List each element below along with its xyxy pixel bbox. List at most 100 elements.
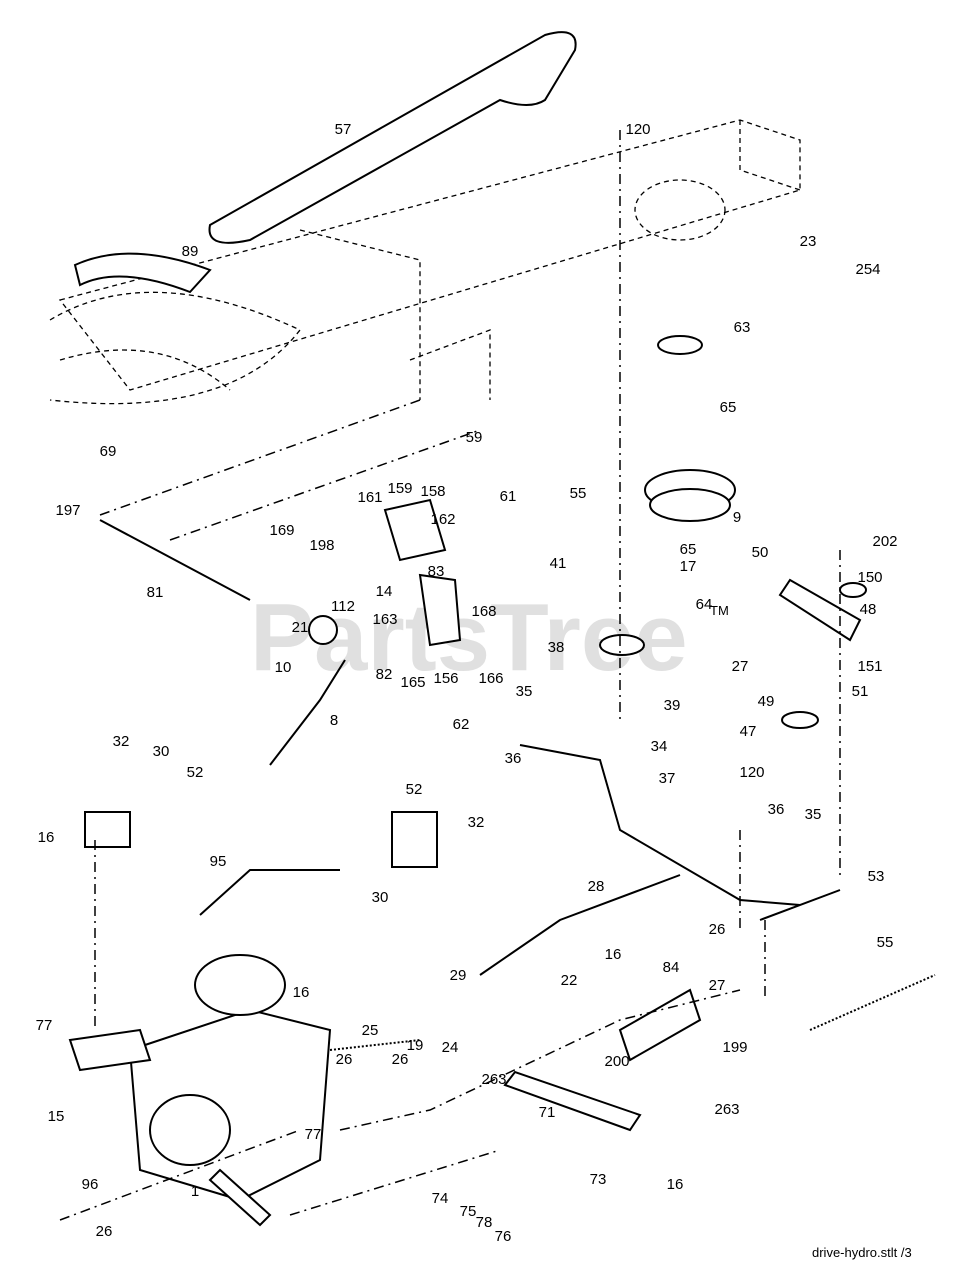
drive-belt	[208, 31, 577, 244]
label: 14	[376, 583, 393, 600]
label: 163	[372, 611, 397, 628]
label: 63	[734, 319, 751, 336]
label: 166	[478, 670, 503, 687]
label: 50	[752, 544, 769, 561]
label: 26	[392, 1051, 409, 1068]
label: 62	[453, 716, 470, 733]
label: 38	[548, 639, 565, 656]
label: 25	[362, 1022, 379, 1039]
callout-labels: 57 120 89 23 254 63 65 59 69 61 55 9 197…	[36, 121, 898, 1245]
label: 55	[877, 934, 894, 951]
label: 29	[450, 967, 467, 984]
label: 263	[714, 1101, 739, 1118]
label: 35	[516, 683, 533, 700]
label: 150	[857, 569, 882, 586]
label: 162	[430, 511, 455, 528]
label: 202	[872, 533, 897, 550]
label: 26	[96, 1223, 113, 1240]
label: 51	[852, 683, 869, 700]
label: 59	[466, 429, 483, 446]
label: 78	[476, 1214, 493, 1231]
label: 200	[604, 1053, 629, 1070]
label: 112	[331, 598, 355, 615]
label: 159	[387, 480, 412, 497]
label: 156	[433, 670, 458, 687]
label: 9	[733, 509, 741, 526]
label: 24	[442, 1039, 459, 1056]
label: 161	[357, 489, 382, 506]
label: 151	[857, 658, 882, 675]
label: 28	[588, 878, 605, 895]
rods	[99, 519, 936, 1132]
pulleys	[84, 335, 867, 868]
label: 30	[153, 743, 170, 760]
label: 41	[550, 555, 567, 572]
label: 64	[696, 596, 713, 613]
label: 32	[113, 733, 130, 750]
centerlines	[59, 130, 841, 1221]
label: 77	[36, 1017, 53, 1034]
watermark-tm: TM	[710, 603, 729, 618]
diagram-caption: drive-hydro.stlt /3	[812, 1245, 912, 1260]
label: 53	[868, 868, 885, 885]
label: 84	[663, 959, 680, 976]
label: 120	[739, 764, 764, 781]
label: 36	[505, 750, 522, 767]
label: 39	[664, 697, 681, 714]
label: 36	[768, 801, 785, 818]
label: 30	[372, 889, 389, 906]
label: 16	[667, 1176, 684, 1193]
label: 49	[758, 693, 775, 710]
label: 19	[407, 1037, 424, 1054]
pedal-pad	[73, 252, 212, 294]
label: 89	[182, 243, 199, 260]
label: 26	[709, 921, 726, 938]
label: 169	[269, 522, 294, 539]
label: 23	[800, 233, 817, 250]
label: 69	[100, 443, 117, 460]
label: 16	[605, 946, 622, 963]
label: 76	[495, 1228, 512, 1245]
label: 27	[709, 977, 726, 994]
label: 35	[805, 806, 822, 823]
label: 57	[335, 121, 352, 138]
label: 165	[400, 674, 425, 691]
label: 37	[659, 770, 676, 787]
label: 48	[860, 601, 877, 618]
label: 75	[460, 1203, 477, 1220]
label: 10	[275, 659, 292, 676]
label: 61	[500, 488, 517, 505]
label: 52	[187, 764, 204, 781]
label: 26	[336, 1051, 353, 1068]
label: 263	[481, 1071, 506, 1088]
label: 197	[55, 502, 80, 519]
label: 158	[420, 483, 445, 500]
label: 15	[48, 1108, 65, 1125]
label: 22	[561, 972, 578, 989]
label: 65	[680, 541, 697, 558]
label: 8	[330, 712, 338, 729]
transaxle	[68, 954, 332, 1227]
label: 21	[292, 619, 309, 636]
label: 47	[740, 723, 757, 740]
label: 16	[38, 829, 55, 846]
label: 81	[147, 584, 164, 601]
label: 16	[293, 984, 310, 1001]
label: 32	[468, 814, 485, 831]
label: 199	[722, 1039, 747, 1056]
label: 52	[406, 781, 423, 798]
label: 254	[855, 261, 880, 278]
label: 27	[732, 658, 749, 675]
label: 168	[471, 603, 496, 620]
label: 83	[428, 563, 445, 580]
label: 71	[539, 1104, 556, 1121]
label: 1	[191, 1183, 199, 1200]
tractor-frame	[49, 119, 801, 405]
label: 65	[720, 399, 737, 416]
label: 74	[432, 1190, 449, 1207]
label: 17	[680, 558, 697, 575]
label: 55	[570, 485, 587, 502]
label: 95	[210, 853, 227, 870]
label: 73	[590, 1171, 607, 1188]
